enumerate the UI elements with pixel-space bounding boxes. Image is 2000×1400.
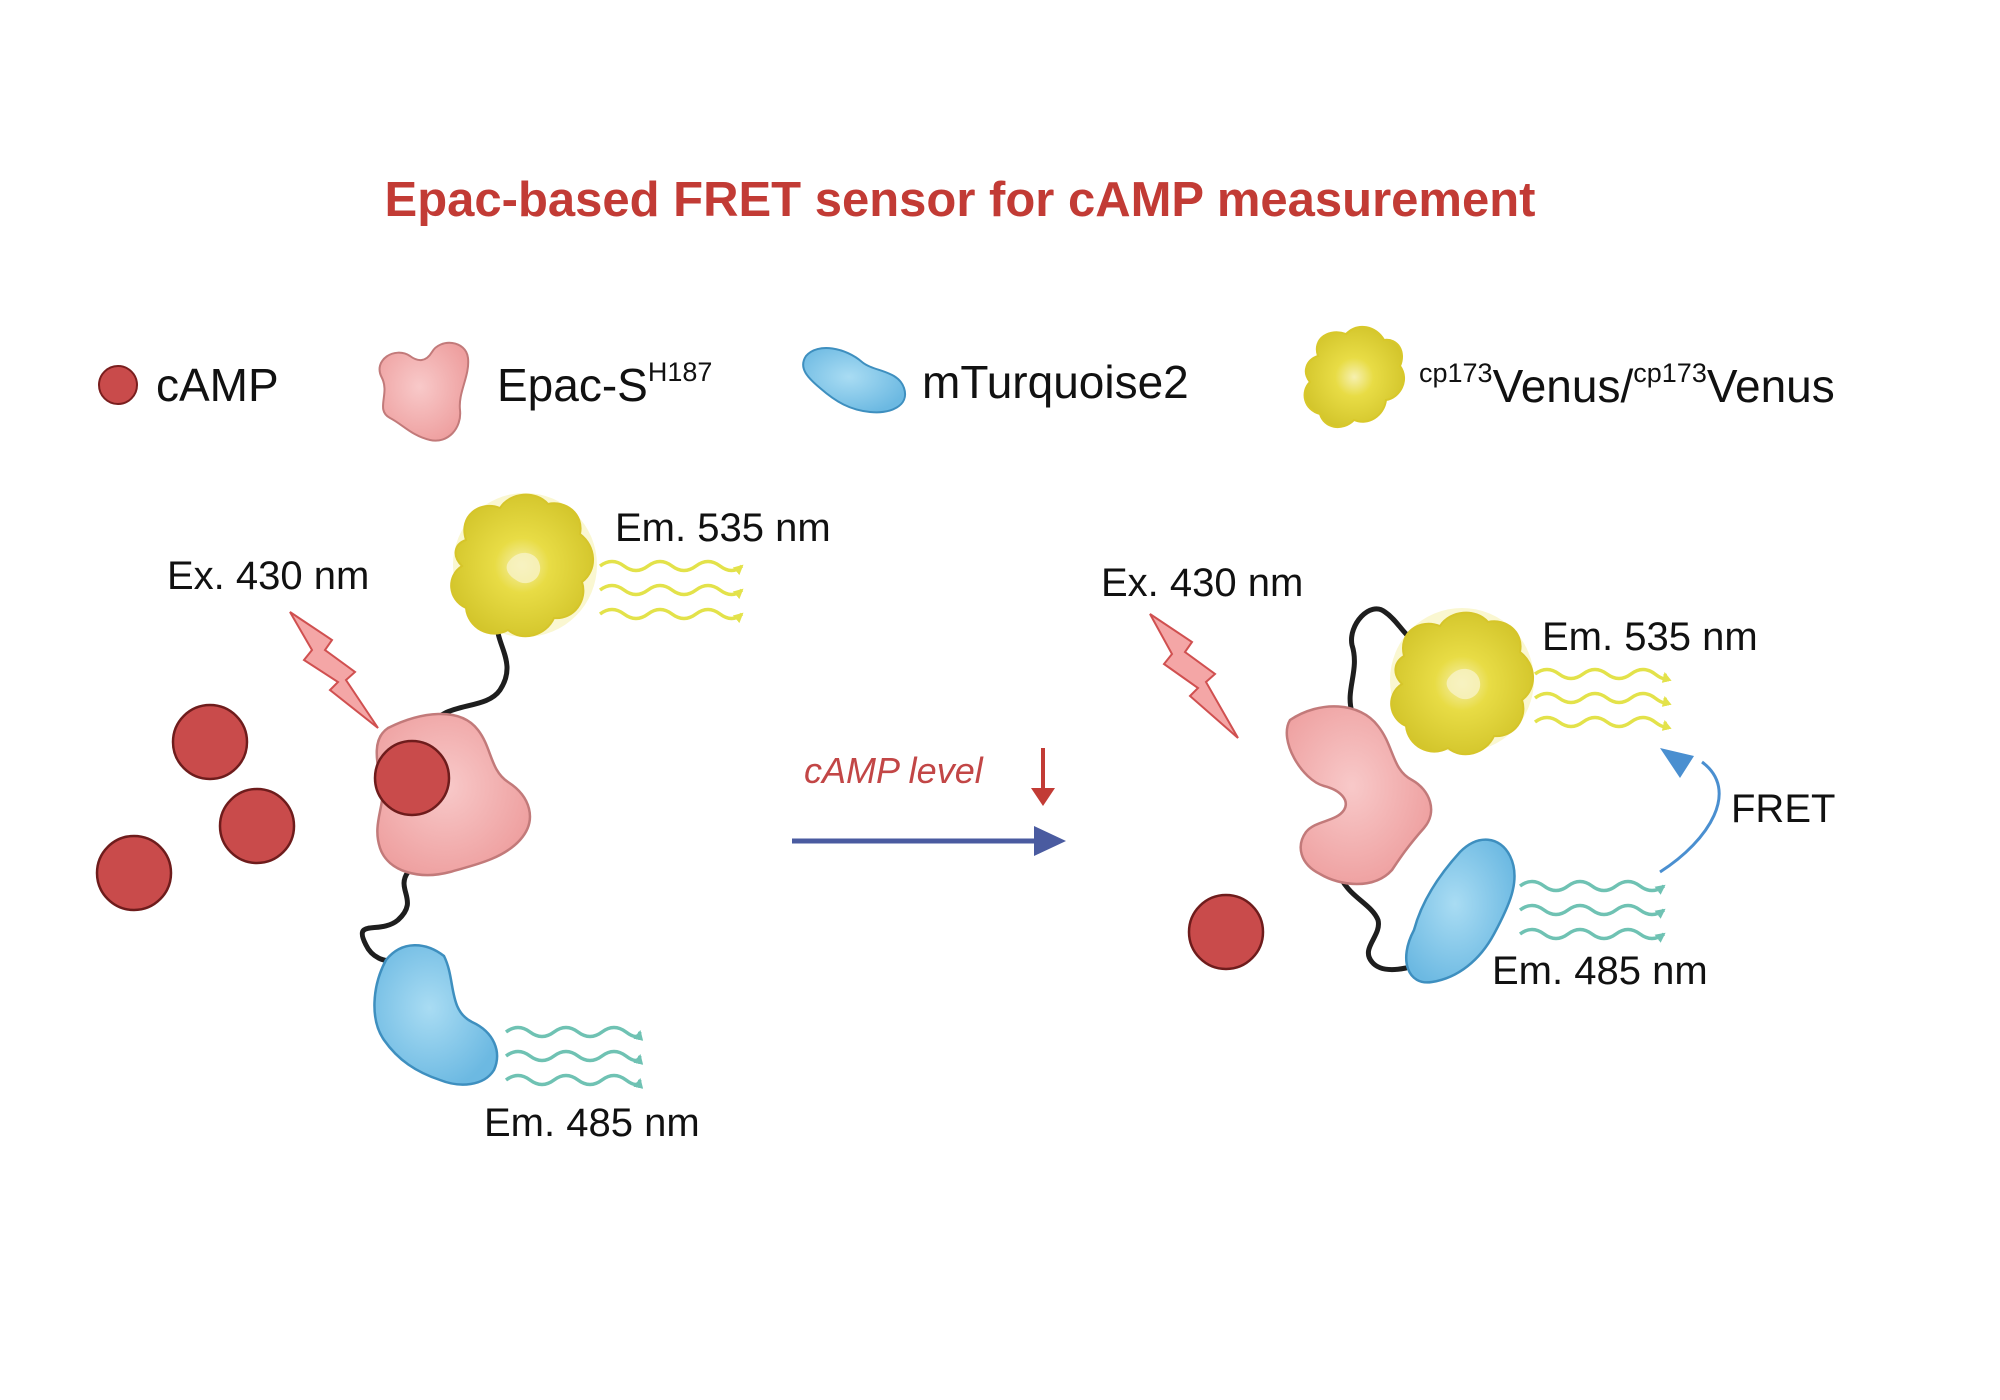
emission-waves-teal bbox=[504, 1025, 644, 1089]
emission-waves-yellow bbox=[1533, 667, 1672, 731]
venus-protein bbox=[450, 493, 597, 638]
legend-venus-icon bbox=[1303, 325, 1405, 429]
legend-venus-text-1: Venus/ bbox=[1492, 360, 1634, 412]
legend-turquoise-label: mTurquoise2 bbox=[922, 356, 1189, 408]
camp-level-arrow-head bbox=[1031, 788, 1055, 806]
left-excitation-label: Ex. 430 nm bbox=[167, 554, 370, 598]
legend-camp-label: cAMP bbox=[156, 359, 279, 411]
camp-molecule-bound bbox=[373, 739, 451, 817]
legend bbox=[98, 325, 1405, 442]
legend-camp-icon bbox=[98, 365, 138, 405]
linker bbox=[359, 869, 411, 963]
epac-protein bbox=[1285, 705, 1433, 886]
camp-molecule bbox=[171, 703, 249, 781]
camp-molecule bbox=[1187, 893, 1265, 971]
turquoise-protein bbox=[1405, 838, 1516, 984]
transition-arrow-head bbox=[1034, 826, 1066, 856]
camp-level-label: cAMP level bbox=[804, 750, 983, 791]
linker bbox=[1347, 606, 1421, 715]
legend-epac-superscript: H187 bbox=[647, 357, 713, 387]
legend-epac-text: Epac-S bbox=[497, 359, 648, 411]
emission-waves-yellow bbox=[598, 559, 744, 624]
right-emission-turquoise-label: Em. 485 nm bbox=[1492, 949, 1708, 993]
camp-molecule bbox=[218, 787, 296, 865]
linker bbox=[427, 614, 510, 733]
fret-label: FRET bbox=[1731, 787, 1836, 831]
fret-arrow bbox=[1659, 760, 1721, 874]
excitation-bolt-icon bbox=[289, 611, 379, 729]
legend-venus-superscript-1: cp173 bbox=[1419, 358, 1493, 388]
left-emission-turquoise-label: Em. 485 nm bbox=[484, 1101, 700, 1145]
right-excitation-label: Ex. 430 nm bbox=[1101, 561, 1304, 605]
left-state bbox=[95, 493, 744, 1089]
excitation-bolt-icon bbox=[1149, 613, 1239, 739]
legend-venus-label: cp173Venus/cp173Venus bbox=[1419, 360, 1835, 412]
fret-arrow-head bbox=[1660, 748, 1694, 778]
transition bbox=[792, 748, 1066, 856]
left-emission-venus-label: Em. 535 nm bbox=[615, 506, 831, 550]
legend-venus-text-2: Venus bbox=[1706, 360, 1835, 412]
linker bbox=[1339, 877, 1409, 973]
right-state bbox=[1149, 606, 1721, 984]
legend-turquoise-icon bbox=[802, 347, 907, 414]
emission-waves-teal bbox=[1518, 879, 1666, 943]
venus-protein bbox=[1390, 608, 1535, 756]
legend-venus-superscript-2: cp173 bbox=[1633, 358, 1707, 388]
right-emission-venus-label: Em. 535 nm bbox=[1542, 615, 1758, 659]
legend-epac-label: Epac-SH187 bbox=[497, 359, 712, 411]
camp-molecule bbox=[95, 834, 173, 912]
turquoise-protein bbox=[373, 944, 499, 1086]
page-title: Epac-based FRET sensor for cAMP measurem… bbox=[384, 173, 1536, 227]
legend-epac-icon bbox=[378, 342, 470, 442]
